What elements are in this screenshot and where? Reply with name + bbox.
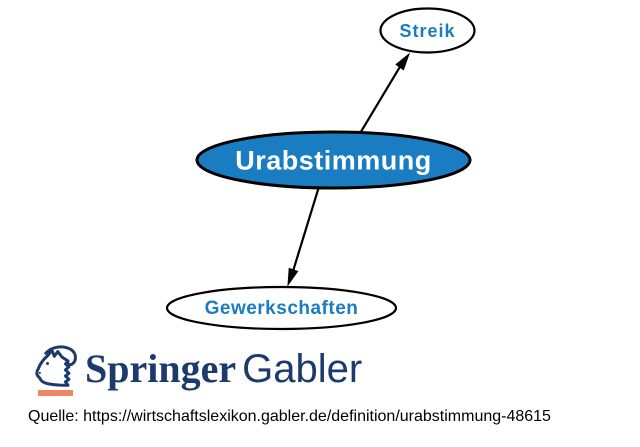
node-urabstimmung[interactable] [195, 130, 472, 190]
edge-line [292, 179, 323, 271]
knight-nostril [38, 371, 41, 374]
node-streik[interactable] [379, 7, 476, 54]
node-gewerkschaften-label: Gewerkschaften [205, 298, 359, 319]
edge-line [355, 66, 401, 141]
knight-swoosh [44, 345, 77, 367]
chess-knight-icon [35, 345, 77, 387]
logo-springer-text: Springer [85, 346, 237, 391]
edge-urabstimmung-streik [355, 52, 411, 141]
knight-head [35, 348, 71, 387]
arrowhead-icon [395, 52, 411, 71]
edge-urabstimmung-gewerkschaften [287, 179, 323, 287]
source-caption: Quelle: https://wirtschaftslexikon.gable… [28, 408, 551, 425]
logo-gabler-text: Gabler [242, 347, 363, 391]
node-urabstimmung-label: Urabstimmung [235, 146, 432, 176]
node-streik-label: Streik [399, 21, 455, 41]
logo-orange-underline [38, 390, 73, 396]
node-gewerkschaften[interactable] [165, 285, 398, 331]
arrowhead-icon [287, 267, 299, 287]
knight-eye [46, 362, 50, 366]
